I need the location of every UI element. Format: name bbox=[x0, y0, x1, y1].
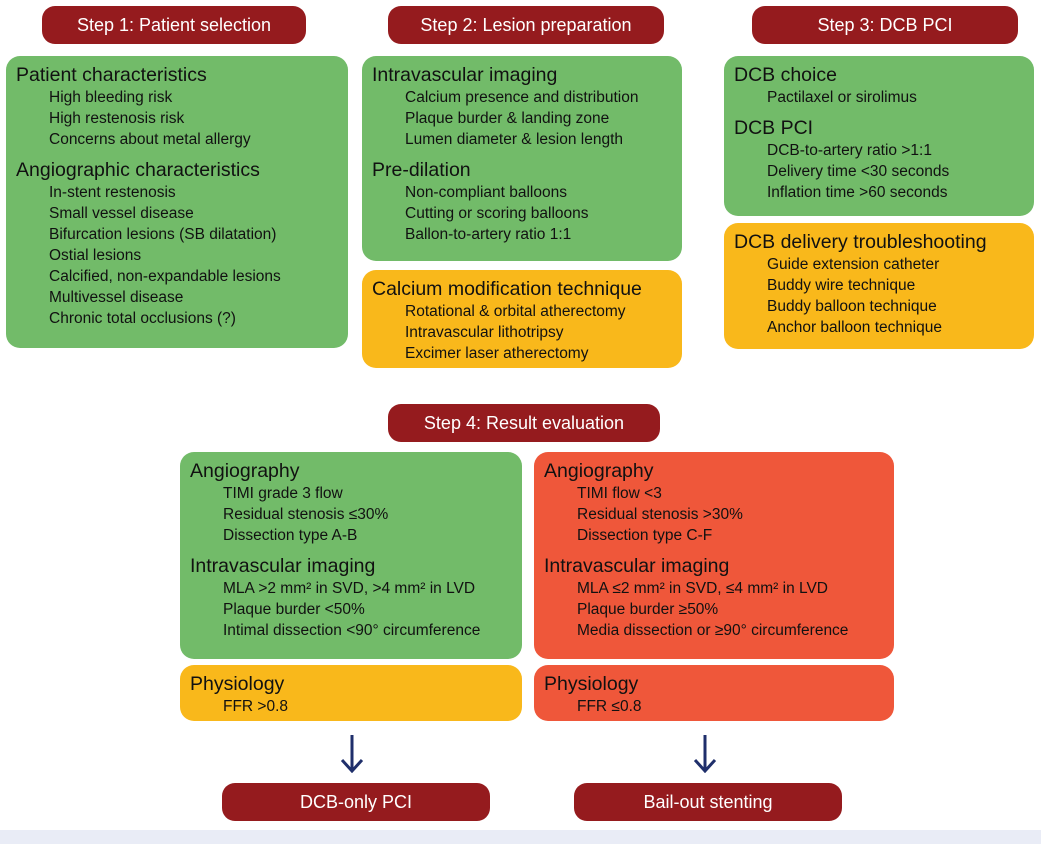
lesion-preparation-box: Intravascular imaging Calcium presence a… bbox=[362, 56, 682, 261]
good-result-box: Angiography TIMI grade 3 flow Residual s… bbox=[180, 452, 522, 659]
list-item: Anchor balloon technique bbox=[767, 319, 942, 336]
list-item: Dissection type C-F bbox=[577, 527, 713, 544]
list-item: Media dissection or ≥90° circumference bbox=[577, 622, 849, 639]
section-heading: Intravascular imaging bbox=[190, 555, 376, 577]
list-item: Calcified, non-expandable lesions bbox=[49, 268, 281, 285]
list-item: Plaque burder <50% bbox=[223, 601, 365, 618]
list-item: Guide extension catheter bbox=[767, 256, 940, 273]
list-item: Non-compliant balloons bbox=[405, 184, 567, 201]
section-heading: DCB delivery troubleshooting bbox=[734, 231, 987, 253]
list-item: FFR ≤0.8 bbox=[577, 698, 642, 715]
list-item: Plaque burder & landing zone bbox=[405, 110, 610, 127]
bad-result-box: Angiography TIMI flow <3 Residual stenos… bbox=[534, 452, 894, 659]
list-item: High bleeding risk bbox=[49, 89, 173, 106]
step4-title: Step 4: Result evaluation bbox=[388, 404, 660, 442]
section-heading: DCB choice bbox=[734, 64, 837, 86]
section-heading: Intravascular imaging bbox=[372, 64, 558, 86]
list-item: Pactilaxel or sirolimus bbox=[767, 89, 917, 106]
list-item: FFR >0.8 bbox=[223, 698, 289, 715]
list-item: Buddy balloon technique bbox=[767, 298, 937, 315]
section-heading: Intravascular imaging bbox=[544, 555, 730, 577]
list-item: Intimal dissection <90° circumference bbox=[223, 622, 481, 639]
list-item: Intravascular lithotripsy bbox=[405, 324, 564, 341]
list-item: Inflation time >60 seconds bbox=[767, 184, 948, 201]
calcium-modification-box: Calcium modification technique Rotationa… bbox=[362, 270, 682, 368]
patient-selection-box: Patient characteristics High bleeding ri… bbox=[6, 56, 348, 348]
list-item: Ostial lesions bbox=[49, 247, 142, 264]
section-heading: Physiology bbox=[190, 673, 285, 695]
list-item: TIMI grade 3 flow bbox=[223, 485, 343, 502]
list-item: Chronic total occlusions (?) bbox=[49, 310, 236, 327]
list-item: Cutting or scoring balloons bbox=[405, 205, 589, 222]
list-item: Bifurcation lesions (SB dilatation) bbox=[49, 226, 277, 243]
list-item: Buddy wire technique bbox=[767, 277, 916, 294]
dcb-troubleshooting-box: DCB delivery troubleshooting Guide exten… bbox=[724, 223, 1034, 349]
down-arrow-icon bbox=[340, 735, 364, 773]
list-item: High restenosis risk bbox=[49, 110, 185, 127]
list-item: Plaque burder ≥50% bbox=[577, 601, 719, 618]
list-item: Calcium presence and distribution bbox=[405, 89, 639, 106]
list-item: Excimer laser atherectomy bbox=[405, 345, 589, 362]
list-item: Residual stenosis ≤30% bbox=[223, 506, 389, 523]
list-item: Small vessel disease bbox=[49, 205, 194, 222]
section-heading: Patient characteristics bbox=[16, 64, 207, 86]
list-item: MLA >2 mm² in SVD, >4 mm² in LVD bbox=[223, 580, 476, 597]
list-item: Delivery time <30 seconds bbox=[767, 163, 950, 180]
list-item: DCB-to-artery ratio >1:1 bbox=[767, 142, 932, 159]
section-heading: Angiographic characteristics bbox=[16, 159, 260, 181]
section-heading: Pre-dilation bbox=[372, 159, 471, 181]
list-item: TIMI flow <3 bbox=[577, 485, 662, 502]
bottom-band bbox=[0, 830, 1041, 844]
good-physiology-box: Physiology FFR >0.8 bbox=[180, 665, 522, 721]
section-heading: Physiology bbox=[544, 673, 639, 695]
bad-physiology-box: Physiology FFR ≤0.8 bbox=[534, 665, 894, 721]
list-item: Residual stenosis >30% bbox=[577, 506, 743, 523]
list-item: Lumen diameter & lesion length bbox=[405, 131, 623, 148]
list-item: Multivessel disease bbox=[49, 289, 184, 306]
section-heading: DCB PCI bbox=[734, 117, 814, 139]
section-heading: Angiography bbox=[190, 460, 300, 482]
list-item: MLA ≤2 mm² in SVD, ≤4 mm² in LVD bbox=[577, 580, 828, 597]
down-arrow-icon bbox=[693, 735, 717, 773]
list-item: Rotational & orbital atherectomy bbox=[405, 303, 626, 320]
outcome-bail-out: Bail-out stenting bbox=[574, 783, 842, 821]
step3-title: Step 3: DCB PCI bbox=[752, 6, 1018, 44]
list-item: Ballon-to-artery ratio 1:1 bbox=[405, 226, 572, 243]
list-item: Concerns about metal allergy bbox=[49, 131, 251, 148]
dcb-pci-box: DCB choice Pactilaxel or sirolimus DCB P… bbox=[724, 56, 1034, 216]
section-heading: Angiography bbox=[544, 460, 654, 482]
section-heading: Calcium modification technique bbox=[372, 278, 642, 300]
step2-title: Step 2: Lesion preparation bbox=[388, 6, 664, 44]
step1-title: Step 1: Patient selection bbox=[42, 6, 306, 44]
outcome-dcb-only: DCB-only PCI bbox=[222, 783, 490, 821]
list-item: Dissection type A-B bbox=[223, 527, 358, 544]
list-item: In-stent restenosis bbox=[49, 184, 176, 201]
